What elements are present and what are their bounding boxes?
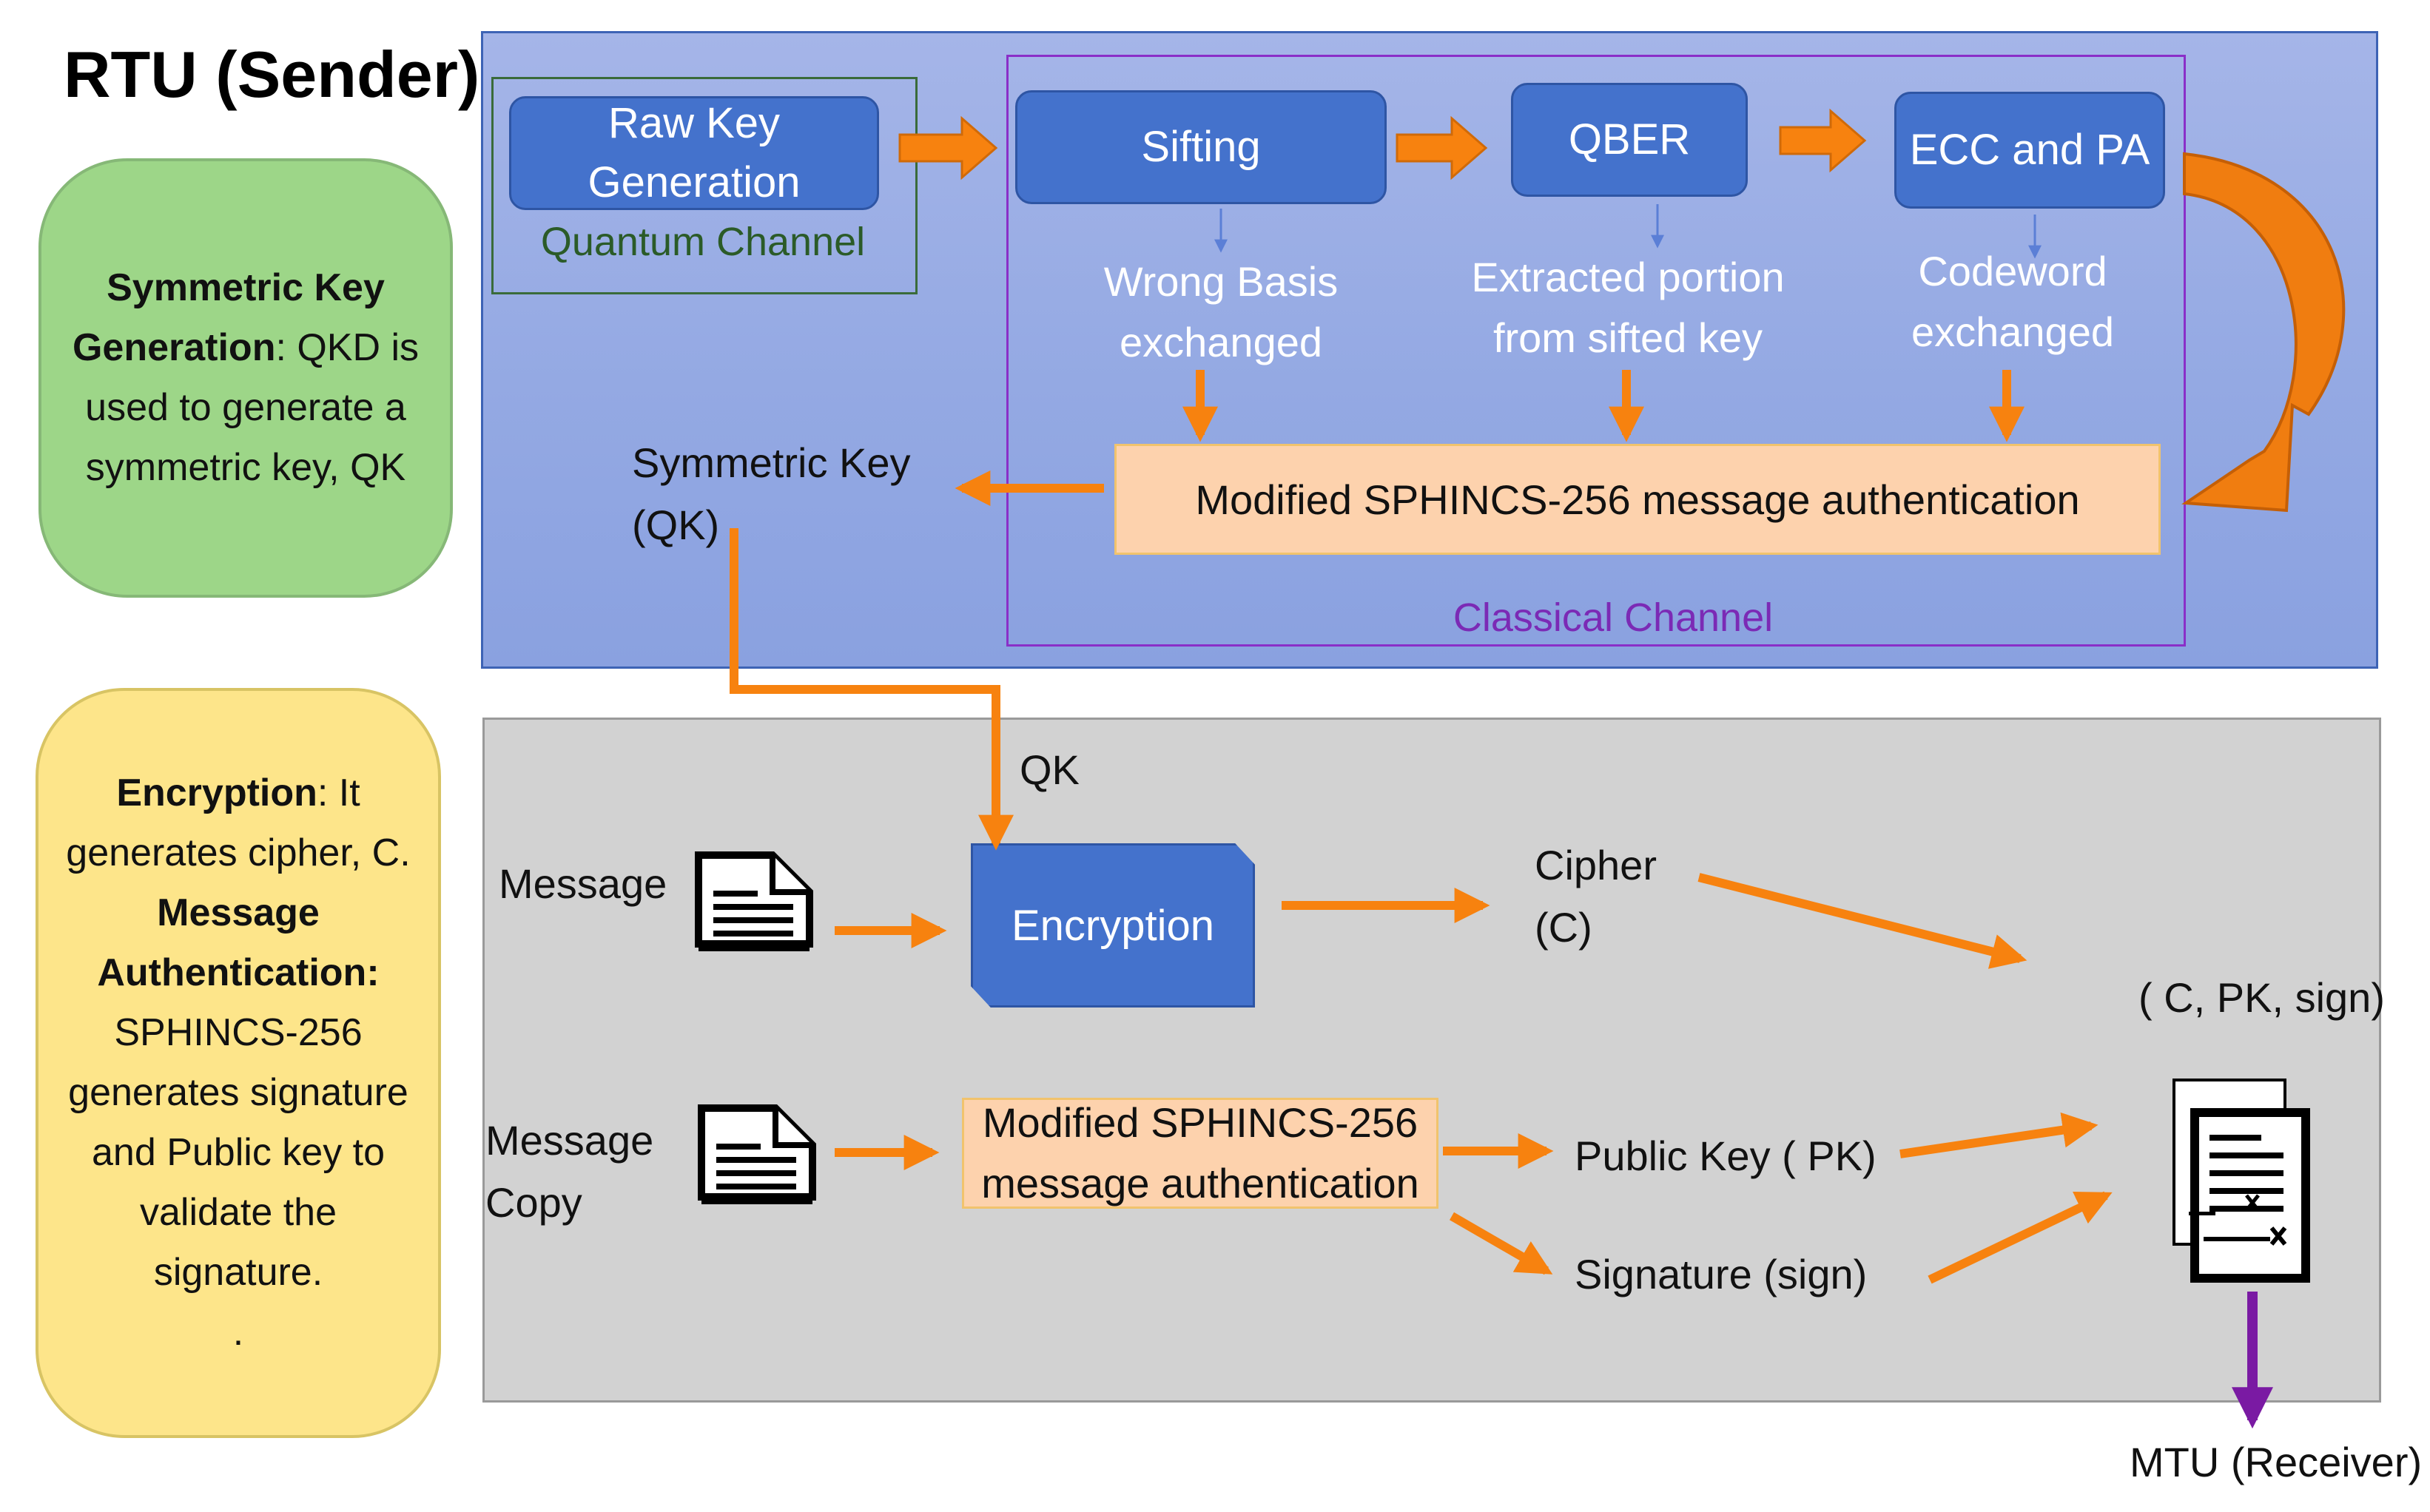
curved-arrow-ecc-to-sphincs [2181,152,2346,513]
note-qkd-bold: Symmetric Key Generation [72,266,385,369]
ecc-pa-block: ECC and PA [1894,92,2165,209]
note-qkd-rest: : QKD is used to generate a symmetric ke… [85,326,420,489]
sphincs-top-block: Modified SPHINCS-256 message authenticat… [1114,444,2161,555]
wrong-basis-label: Wrong Basis exchanged [1103,258,1339,365]
arrow-cipher-to-tuple [1697,873,2027,969]
note-enc-text-1: Encryption: It generates cipher, C. [64,763,413,883]
codeword-label: Codeword exchanged [1911,248,2114,355]
raw-key-generation-block: Raw Key Generation [509,96,879,210]
message-copy-label: Message Copy [485,1117,654,1226]
signature-label: Signature (sign) [1575,1251,1868,1297]
qber-block: QBER [1511,83,1748,197]
output-tuple-label: ( C, PK, sign) [2138,974,2385,1021]
note-enc-rest-2: SPHINCS-256 generates signature and Publ… [68,1011,408,1294]
note-enc-bold-2-text: Message Authentication: [97,891,380,994]
block-arrow-raw-to-sifting [898,115,998,180]
arrow-sign-to-package [1928,1191,2113,1284]
mtu-receiver-label: MTU (Receiver) [2130,1439,2423,1485]
encryption-panel [482,718,2381,1403]
note-enc-rest-1: : It generates cipher, C. [66,772,411,874]
note-symmetric-key-generation: Symmetric Key Generation: QKD is used to… [38,158,453,598]
classical-channel-box [1006,55,2186,647]
note-enc-dot: . [232,1311,244,1354]
arrow-sphincs-to-sign [1449,1212,1553,1275]
quantum-channel-label: Quantum Channel [540,220,866,264]
note-qkd-text: Symmetric Key Generation: QKD is used to… [67,258,425,498]
document-copy-icon [698,1104,816,1204]
classical-channel-label: Classical Channel [1453,595,1774,640]
cipher-label: Cipher (C) [1535,842,1657,951]
extracted-portion-label: Extracted portion from sifted key [1471,254,1785,361]
document-icon [695,851,813,951]
public-key-label: Public Key ( PK) [1575,1133,1877,1179]
arrow-qk-to-encryption [730,528,1014,851]
note-enc-bold-2: Message Authentication: [64,883,413,1003]
qk-label: QK [1020,746,1080,793]
symmetric-key-label: Symmetric Key (QK) [632,439,911,548]
block-arrow-qber-to-ecc [1779,108,1867,173]
note-enc-bold-1: Encryption [116,772,317,814]
sphincs-bottom-block: Modified SPHINCS-256 message authenticat… [962,1098,1438,1209]
note-encryption-authentication: Encryption: It generates cipher, C. Mess… [36,688,441,1438]
encryption-block: Encryption [971,843,1255,1008]
quantum-channel-box [491,77,918,294]
signed-document-icon [2172,1079,2310,1283]
page-title: RTU (Sender) [64,38,480,111]
block-arrow-sifting-to-qber [1396,115,1488,180]
arrow-pk-to-package [1899,1112,2099,1158]
sifting-block: Sifting [1015,90,1387,204]
message-label: Message [499,860,667,907]
